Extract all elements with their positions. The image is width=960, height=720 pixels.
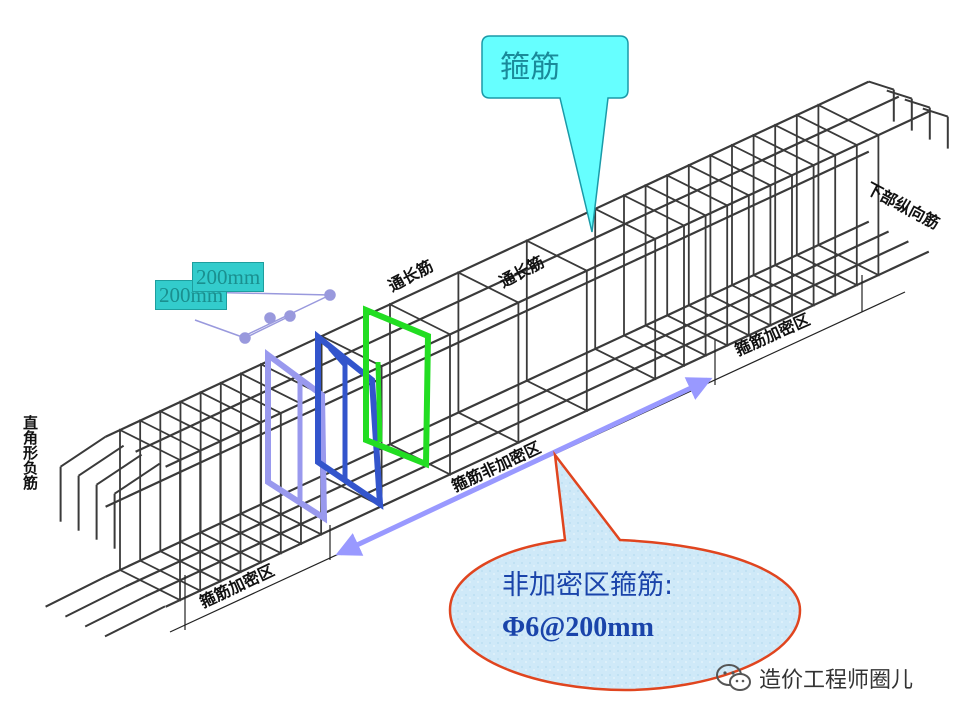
end-hook	[922, 107, 949, 118]
watermark: 造价工程师圈儿	[715, 660, 913, 696]
longitudinal-bar	[135, 95, 900, 453]
dimension-leaders	[194, 289, 336, 344]
stirrup-callout: 箍筋	[481, 35, 629, 233]
longitudinal-bar	[105, 150, 870, 508]
label-through-bar-1: 通长筋	[385, 256, 436, 295]
stirrup	[752, 133, 815, 307]
stirrup-lavender	[265, 349, 328, 524]
end-hook	[904, 98, 931, 109]
bottom-hook	[84, 595, 146, 628]
stirrup-lavender-inner	[280, 363, 303, 500]
bottom-hook	[104, 605, 166, 638]
reinforcement-cage	[45, 80, 949, 638]
stirrup	[666, 173, 729, 347]
label-left-vertical: 直角形负筋	[21, 414, 39, 491]
wechat-icon	[716, 664, 751, 691]
end-hook	[114, 462, 161, 495]
dimension-label-front: 200mm	[192, 262, 265, 292]
longitudinal-bar	[165, 110, 930, 468]
stirrup	[623, 194, 685, 367]
label-through-bar-2: 通长筋	[496, 252, 547, 291]
label-lower-long-bar: 下部纵向筋	[863, 179, 943, 233]
stirrup-blue-inner	[328, 346, 348, 480]
bottom-hook	[45, 575, 107, 608]
stirrup	[687, 163, 750, 337]
highlight-stirrups	[265, 305, 432, 524]
stirrup	[817, 103, 880, 277]
stirrup	[240, 372, 302, 546]
spacing-callout-line1: 非加密区箍筋:	[502, 570, 673, 601]
end-hook	[60, 435, 107, 468]
stirrup	[644, 183, 707, 357]
dimension-label-back: 200mm	[155, 280, 228, 310]
end-hook	[96, 453, 143, 486]
end-hook	[78, 444, 125, 477]
end-hook	[886, 89, 913, 100]
longitudinal-bar	[105, 80, 870, 438]
end-hook	[868, 80, 895, 91]
bottom-hook	[64, 585, 126, 618]
watermark-text: 造价工程师圈儿	[759, 668, 914, 693]
non-dense-zone-arrow	[335, 377, 713, 556]
stirrup	[709, 153, 772, 327]
stirrup	[795, 113, 858, 287]
label-non-dense-zone: 箍筋非加密区	[449, 438, 544, 496]
stirrup	[731, 143, 793, 317]
stirrup-callout-text: 箍筋	[500, 50, 560, 85]
stirrup	[774, 123, 837, 297]
spacing-callout-line2: Φ6@200mm	[502, 612, 654, 643]
drawing-labels: 直角形负筋 通长筋 通长筋 下部纵向筋 箍筋加密区 箍筋非加密区 箍筋加密区	[21, 179, 943, 612]
spacing-callout: 非加密区箍筋: Φ6@200mm	[448, 450, 802, 692]
stirrup-green-inner	[375, 361, 383, 443]
